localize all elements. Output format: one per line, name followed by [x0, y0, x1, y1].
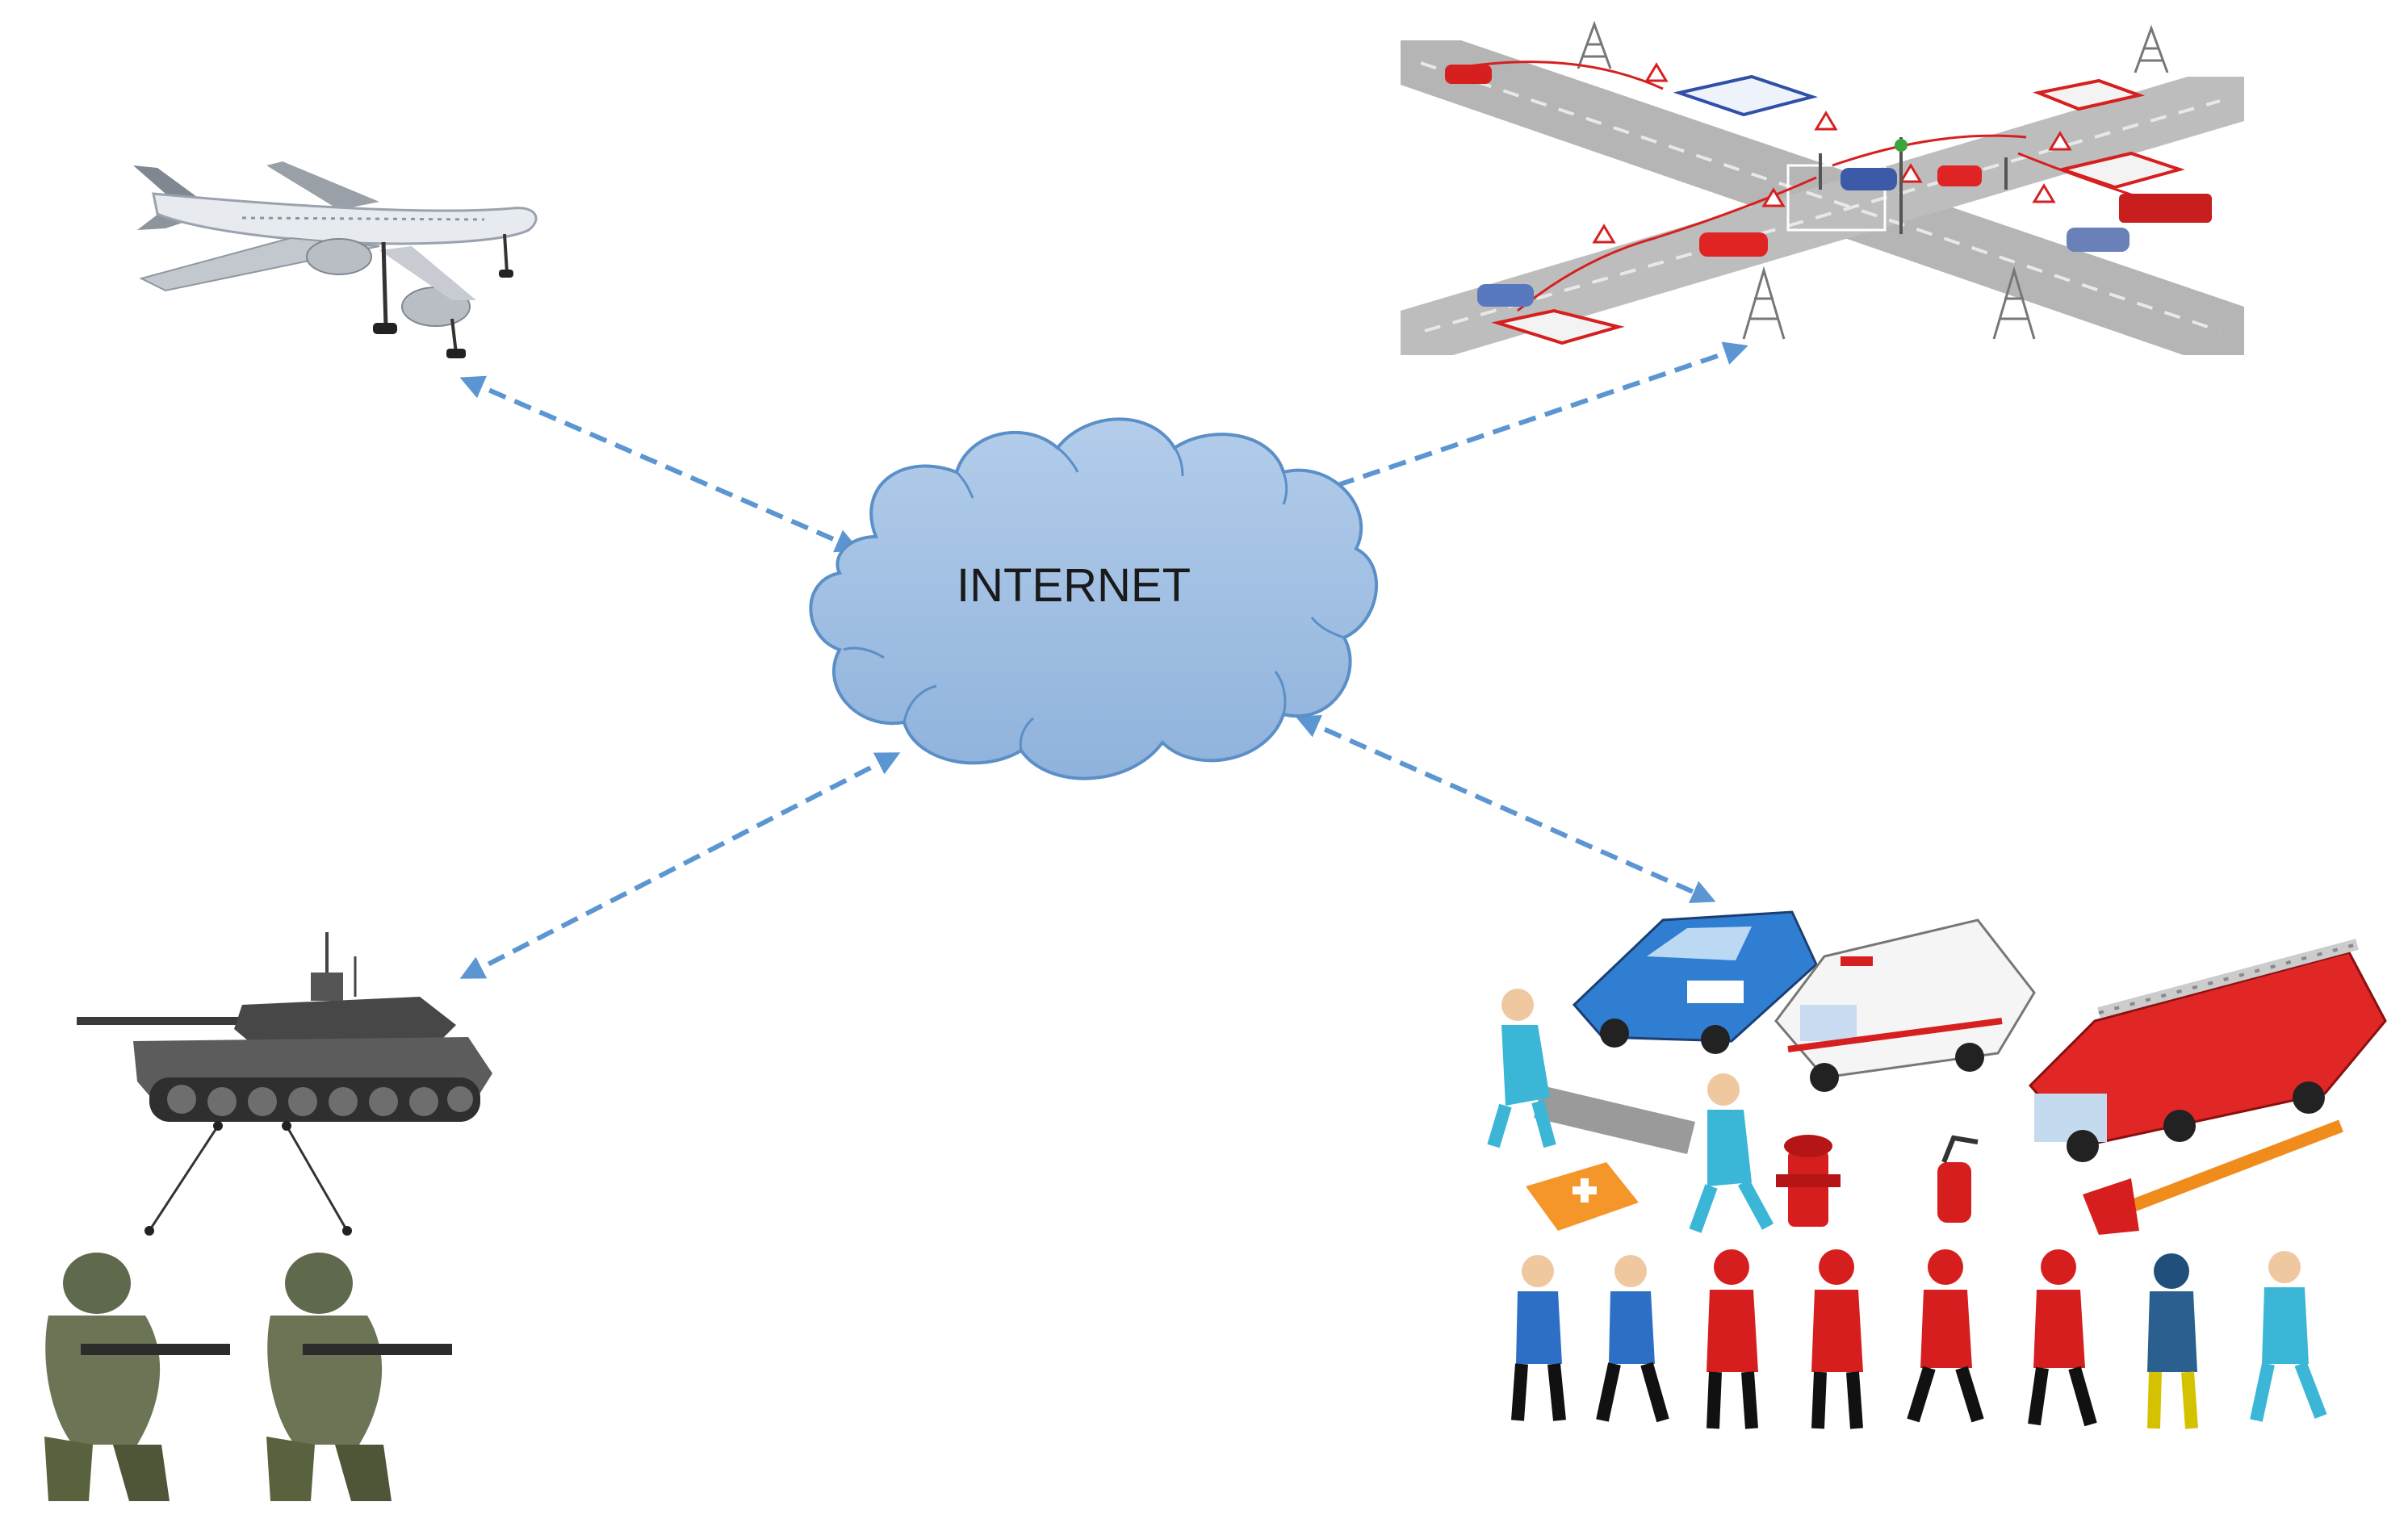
fire-hydrant-icon [1776, 1135, 1841, 1227]
stretcher-icon [1487, 989, 1774, 1233]
responder-police-icon [1511, 1255, 1566, 1421]
soldier-icon [44, 1253, 230, 1501]
traffic-intersection-icon [1401, 20, 2244, 355]
responder-firefighter-icon [1707, 1249, 1758, 1429]
police-car-icon [1572, 910, 1818, 1054]
emergency-services-icon [1487, 910, 2387, 1429]
axe-icon [2083, 1119, 2343, 1235]
tank-icon [77, 932, 492, 1236]
responder-hazmat-icon [2147, 1253, 2198, 1429]
internet-cloud: INTERNET [809, 417, 1378, 780]
responder-police-icon [1596, 1255, 1669, 1423]
responder-firefighter-icon [2028, 1249, 2097, 1427]
link-traffic [1307, 341, 1748, 500]
link-military [459, 752, 901, 979]
fire-truck-icon [2028, 939, 2387, 1162]
link-aircraft [459, 375, 861, 553]
first-aid-kit-icon [1526, 1162, 1639, 1231]
responder-firefighter-icon [1907, 1249, 1984, 1423]
cloud-icon [809, 417, 1378, 780]
responder-medic-icon [2250, 1251, 2327, 1422]
responder-firefighter-icon [1811, 1249, 1863, 1429]
internet-label: INTERNET [957, 559, 1191, 612]
link-emergency [1295, 714, 1716, 904]
airplane-icon [133, 161, 538, 358]
soldier-icon [266, 1253, 452, 1501]
ambulance-icon [1774, 918, 2036, 1092]
fire-extinguisher-icon [1937, 1135, 1979, 1223]
